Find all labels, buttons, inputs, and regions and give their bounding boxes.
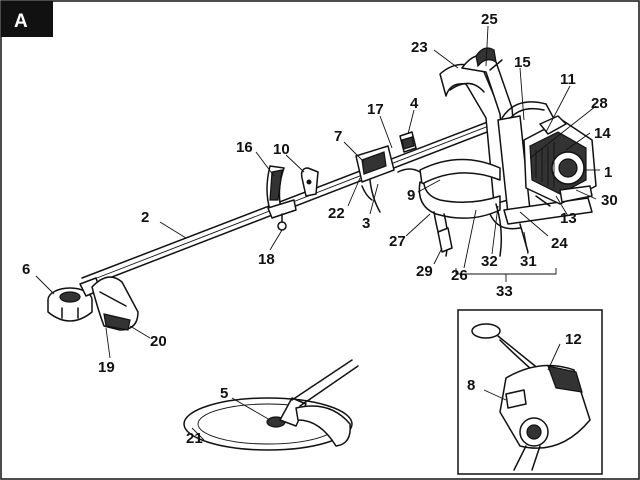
callout-8: 8 — [467, 377, 475, 394]
callout-31: 31 — [520, 253, 537, 270]
callout-24: 24 — [551, 235, 568, 252]
callout-18: 18 — [258, 251, 275, 268]
callout-12: 12 — [565, 331, 582, 348]
callout-9: 9 — [407, 187, 415, 204]
control-housing — [355, 131, 417, 213]
callout-33: 33 — [496, 283, 513, 300]
trimmer-head — [47, 277, 101, 322]
callout-14: 14 — [594, 125, 611, 142]
callout-10: 10 — [273, 141, 290, 158]
callout-21: 21 — [186, 430, 203, 447]
callout-4: 4 — [410, 95, 419, 112]
callout-32: 32 — [481, 253, 498, 270]
loop-handle — [266, 165, 297, 231]
callout-2: 2 — [141, 209, 149, 226]
leader-lines — [35, 25, 600, 441]
callout-7: 7 — [334, 128, 342, 145]
brush-blade-assembly — [183, 359, 359, 451]
callout-13: 13 — [560, 210, 577, 227]
engine-unit — [523, 115, 597, 207]
shaft-clip — [300, 167, 319, 197]
panel-tab — [1, 1, 53, 37]
callout-29: 29 — [416, 263, 433, 280]
callout-19: 19 — [98, 359, 115, 376]
callout-30: 30 — [601, 192, 618, 209]
detail-inset — [457, 309, 603, 475]
callout-15: 15 — [514, 54, 531, 71]
callout-28: 28 — [591, 95, 608, 112]
callout-25: 25 — [481, 11, 498, 28]
hip-belt — [397, 158, 503, 257]
callout-20: 20 — [150, 333, 167, 350]
callout-23: 23 — [411, 39, 428, 56]
callout-1: 1 — [604, 164, 612, 181]
callout-17: 17 — [367, 101, 384, 118]
callout-11: 11 — [560, 71, 576, 88]
callout-5: 5 — [220, 385, 228, 402]
callout-labels: 25 23 15 11 28 14 1 30 13 24 31 32 26 27… — [22, 11, 618, 447]
callout-26: 26 — [451, 267, 468, 284]
callout-27: 27 — [389, 233, 406, 250]
panel-letter: A — [14, 11, 28, 32]
grass-guard — [91, 276, 139, 331]
callout-3: 3 — [362, 215, 370, 232]
callout-16: 16 — [236, 139, 253, 156]
callout-22: 22 — [328, 205, 345, 222]
callout-6: 6 — [22, 261, 30, 278]
